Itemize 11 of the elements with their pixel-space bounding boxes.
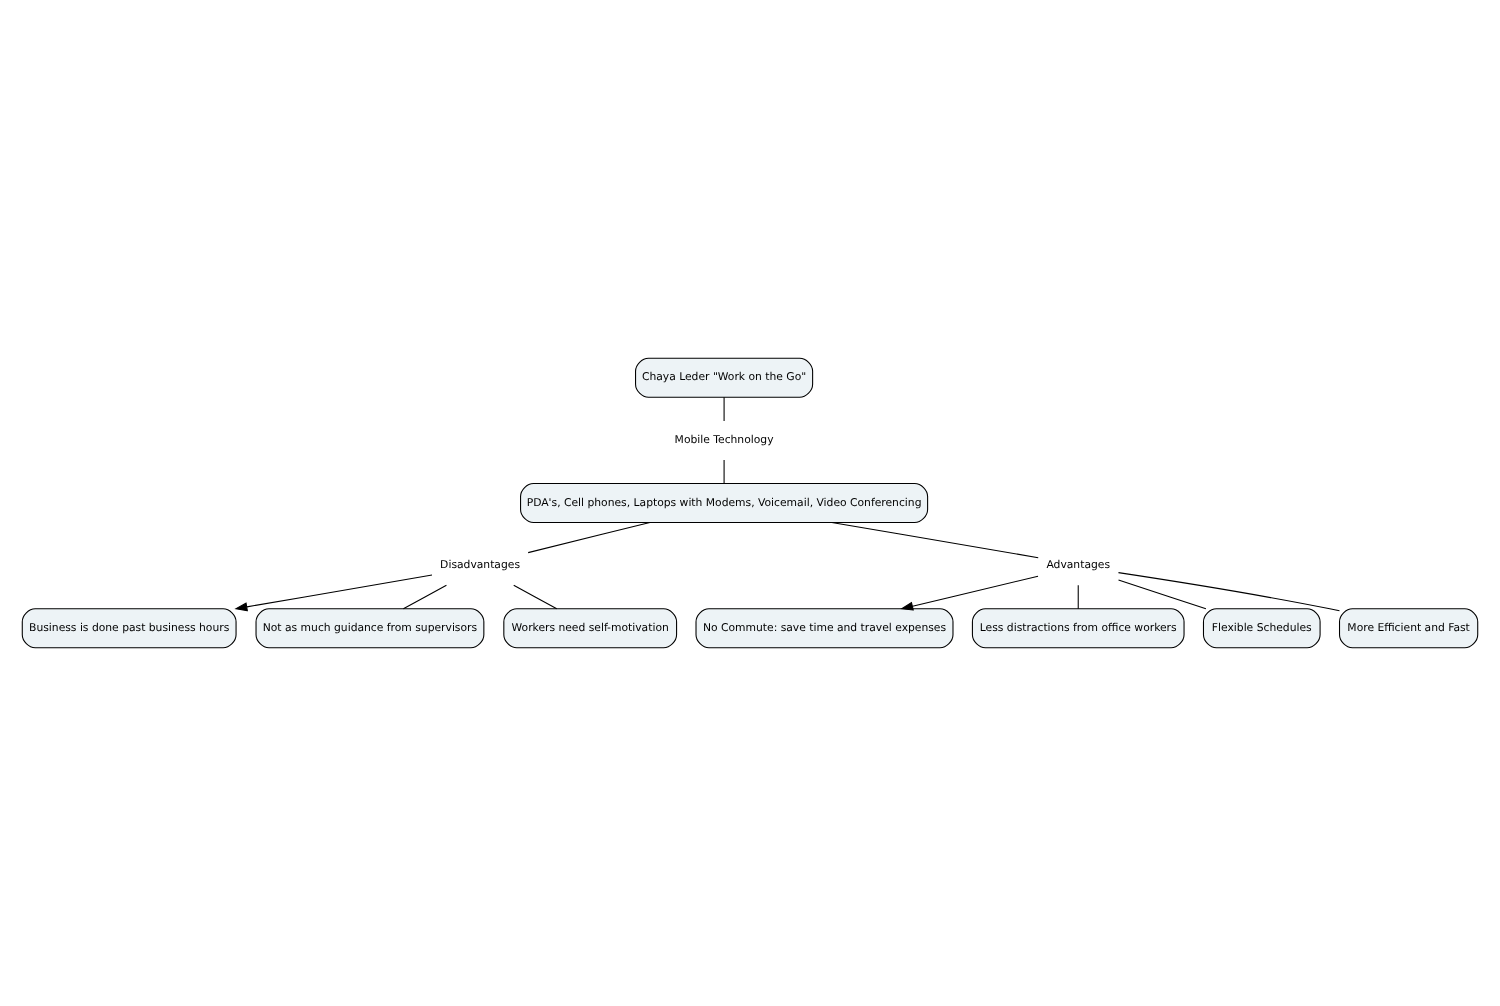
- connector: [831, 521, 1039, 559]
- arrow: [900, 575, 1039, 611]
- connector: [1077, 584, 1079, 610]
- arrow: [234, 574, 433, 612]
- connector: [723, 396, 725, 422]
- connector: [1117, 572, 1340, 612]
- connector: [723, 459, 725, 485]
- connector: [1118, 579, 1207, 610]
- connector: [513, 584, 558, 610]
- connector: [527, 521, 651, 554]
- connector: [402, 584, 447, 610]
